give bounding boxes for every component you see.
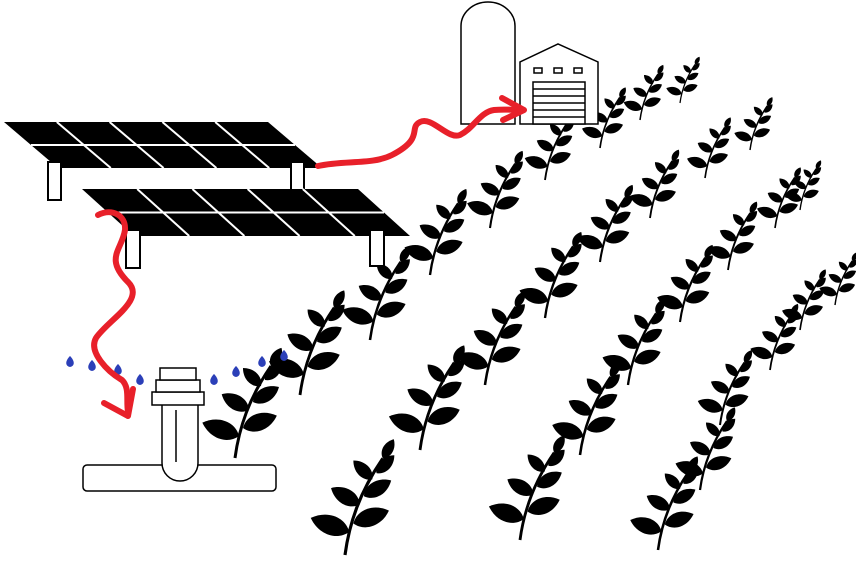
water-drop-icon [114, 364, 122, 375]
plant-icon [627, 148, 682, 219]
solar-panel-icon [82, 188, 410, 269]
plant-icon [627, 454, 702, 551]
crop-row-1 [199, 55, 702, 459]
crop-row-2 [307, 95, 775, 556]
crop-row-3 [485, 159, 823, 541]
plant-icon [307, 436, 399, 556]
silo-icon [460, 1, 516, 125]
plant-icon [780, 268, 829, 331]
plant-icon [748, 302, 801, 371]
plant-icon [549, 359, 624, 456]
water-drop-icon [232, 366, 240, 377]
plant-icon [385, 342, 469, 451]
plant-icon [817, 250, 856, 306]
water-drop-icon [210, 374, 218, 385]
plant-icon [574, 183, 636, 263]
plant-icon [600, 297, 668, 386]
plant-icon [580, 86, 629, 149]
plant-icon [454, 289, 529, 386]
plant-icon [199, 345, 287, 459]
plant-icon [522, 110, 577, 181]
crop-row-4 [627, 250, 856, 551]
plant-icon [732, 95, 775, 151]
crop-rows [199, 55, 856, 556]
water-drops [66, 350, 288, 385]
plant-icon [685, 116, 734, 179]
plant-icon [654, 243, 716, 323]
solar-array-back [4, 121, 322, 201]
plant-icon [265, 287, 349, 396]
water-drop-icon [136, 374, 144, 385]
solar-array-front [82, 188, 410, 269]
barn-icon [519, 43, 599, 125]
plant-icon [755, 166, 804, 229]
water-drop-icon [258, 356, 266, 367]
solar-panel-icon [4, 121, 322, 201]
plant-icon [517, 230, 585, 319]
water-drop-icon [88, 360, 96, 371]
plant-icon [402, 187, 470, 276]
water-drop-icon [66, 356, 74, 367]
water-drop-icon [280, 350, 288, 361]
plant-icon [705, 200, 760, 271]
plant-icon [464, 149, 526, 229]
plant-icon [673, 405, 739, 491]
water-pump-icon [82, 367, 277, 492]
plant-icon [664, 55, 702, 104]
plant-icon [622, 63, 666, 121]
plant-icon [339, 244, 414, 341]
plant-icon [695, 348, 755, 426]
plant-icon [783, 159, 823, 211]
power-arrow-icon [91, 209, 136, 419]
plant-icon [485, 432, 569, 541]
power-arrow-icon [315, 95, 527, 169]
